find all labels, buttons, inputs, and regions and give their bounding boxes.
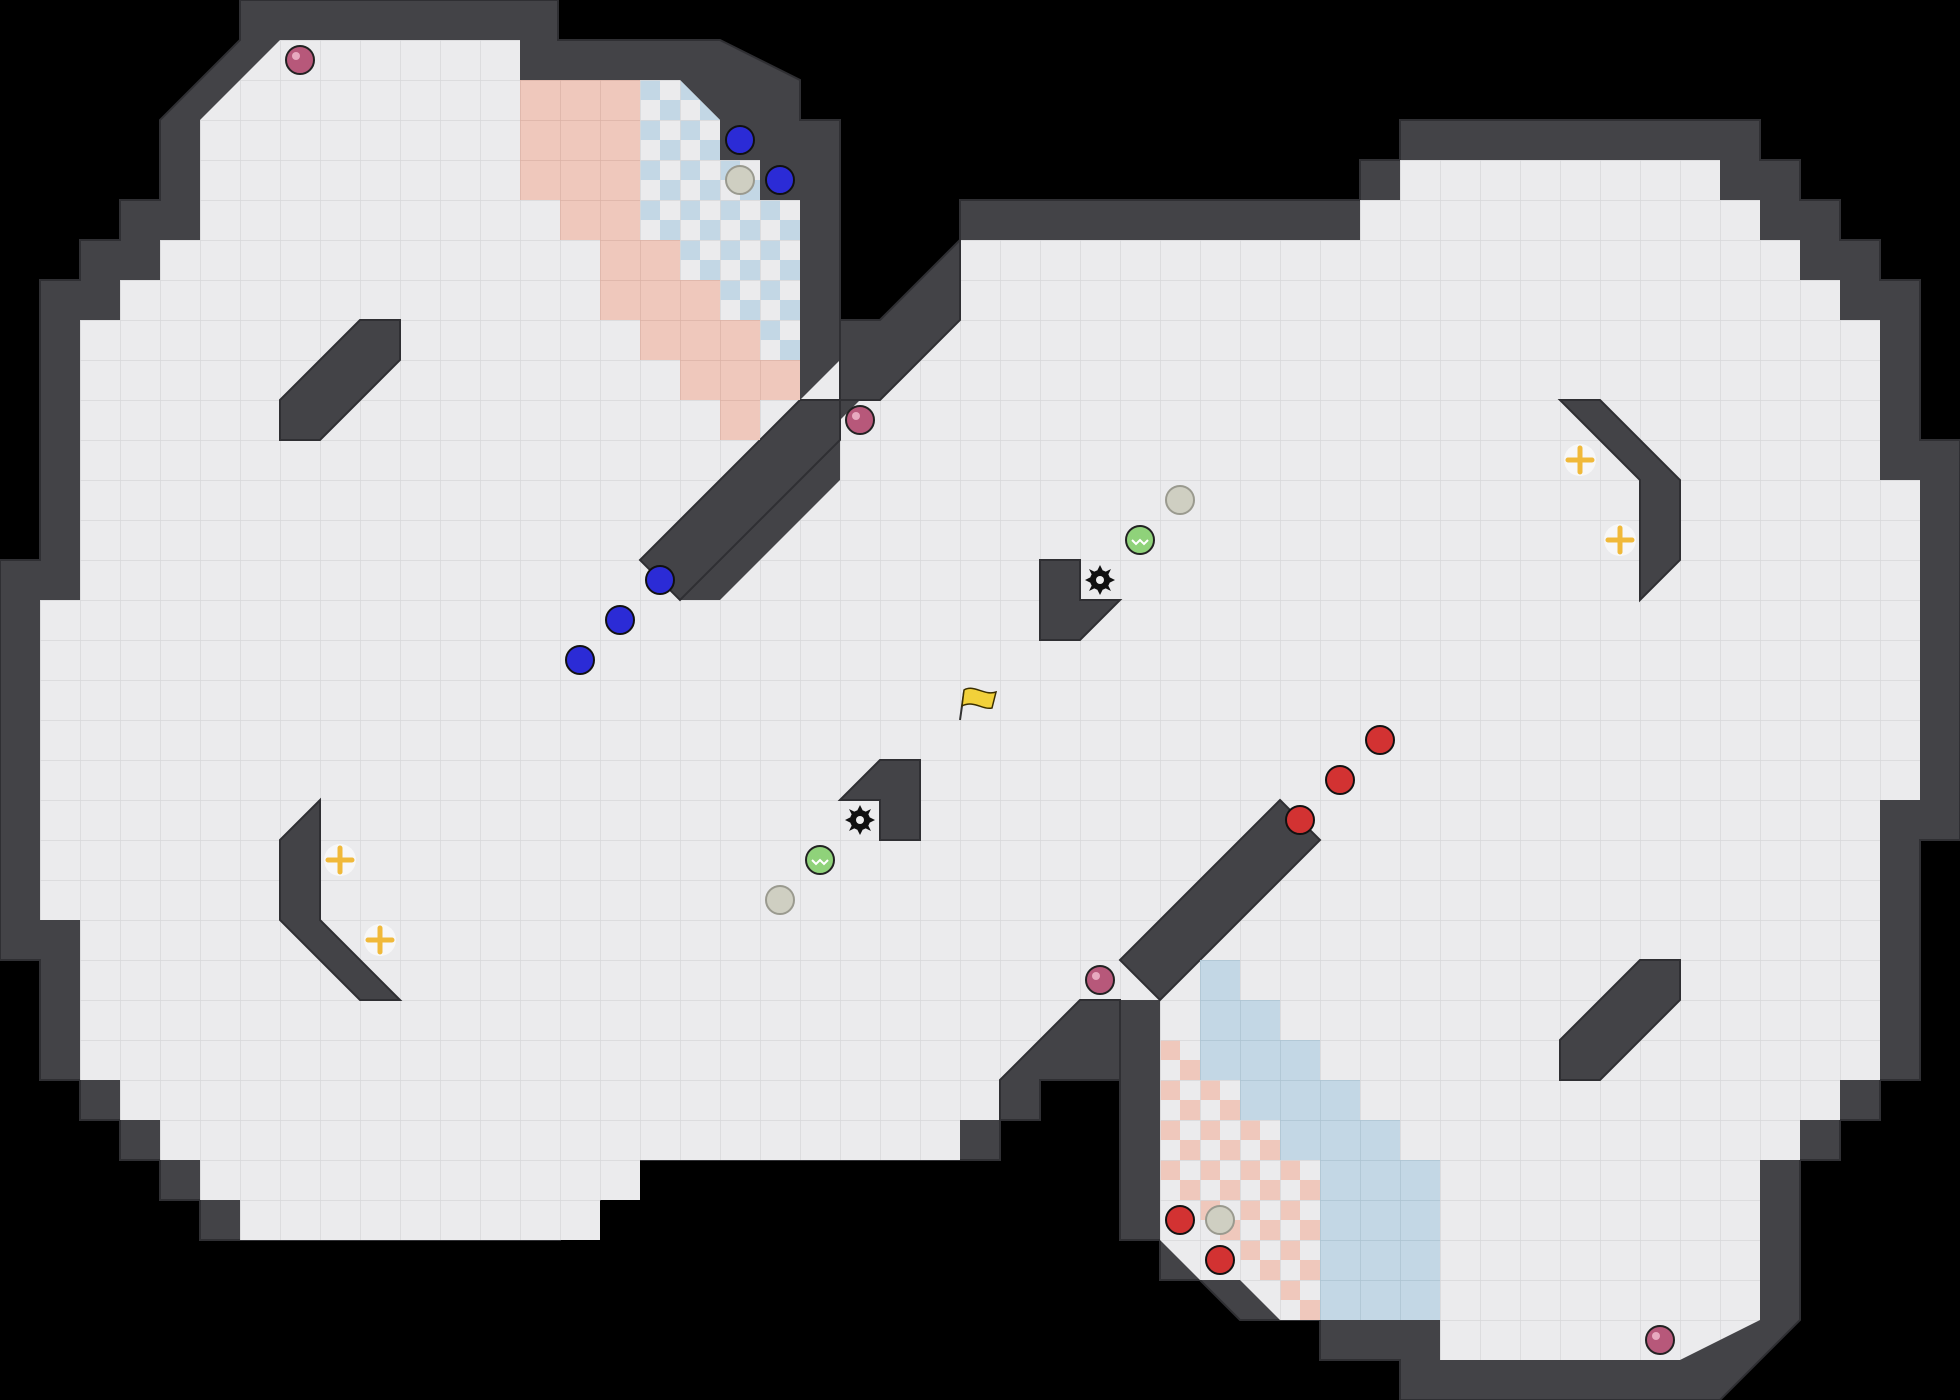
speedpad-icon[interactable] bbox=[364, 924, 396, 956]
blue-player[interactable] bbox=[645, 565, 675, 595]
blue-player[interactable] bbox=[565, 645, 595, 675]
speedpads bbox=[324, 444, 1636, 956]
red-team-players bbox=[1165, 725, 1395, 1275]
blue-player[interactable] bbox=[605, 605, 635, 635]
powerup-icon[interactable] bbox=[285, 45, 315, 75]
powerup-icon[interactable] bbox=[1085, 965, 1115, 995]
red-base-zone bbox=[520, 80, 1320, 1320]
spike-icon[interactable] bbox=[845, 805, 875, 835]
boosts bbox=[805, 525, 1155, 875]
yellow-flag[interactable] bbox=[959, 687, 998, 721]
boost-icon[interactable] bbox=[1125, 525, 1155, 555]
powerup-icon[interactable] bbox=[1645, 1325, 1675, 1355]
neutral-token[interactable] bbox=[1165, 485, 1195, 515]
neutral-tokens bbox=[725, 165, 1235, 1235]
neutral-token[interactable] bbox=[1205, 1205, 1235, 1235]
red-player[interactable] bbox=[1365, 725, 1395, 755]
powerup-icon[interactable] bbox=[845, 405, 875, 435]
red-player[interactable] bbox=[1165, 1205, 1195, 1235]
neutral-token[interactable] bbox=[725, 165, 755, 195]
blue-base-zone bbox=[640, 80, 1440, 1320]
speedpad-icon[interactable] bbox=[1604, 524, 1636, 556]
blue-team-players bbox=[565, 125, 795, 675]
blue-player[interactable] bbox=[725, 125, 755, 155]
spike-icon[interactable] bbox=[1085, 565, 1115, 595]
boost-icon[interactable] bbox=[805, 845, 835, 875]
red-player[interactable] bbox=[1205, 1245, 1235, 1275]
red-player[interactable] bbox=[1325, 765, 1355, 795]
red-player[interactable] bbox=[1285, 805, 1315, 835]
neutral-token[interactable] bbox=[765, 885, 795, 915]
blue-player[interactable] bbox=[765, 165, 795, 195]
speedpad-icon[interactable] bbox=[1564, 444, 1596, 476]
powerups bbox=[285, 45, 1675, 1355]
speedpad-icon[interactable] bbox=[324, 844, 356, 876]
spikes bbox=[845, 565, 1115, 835]
